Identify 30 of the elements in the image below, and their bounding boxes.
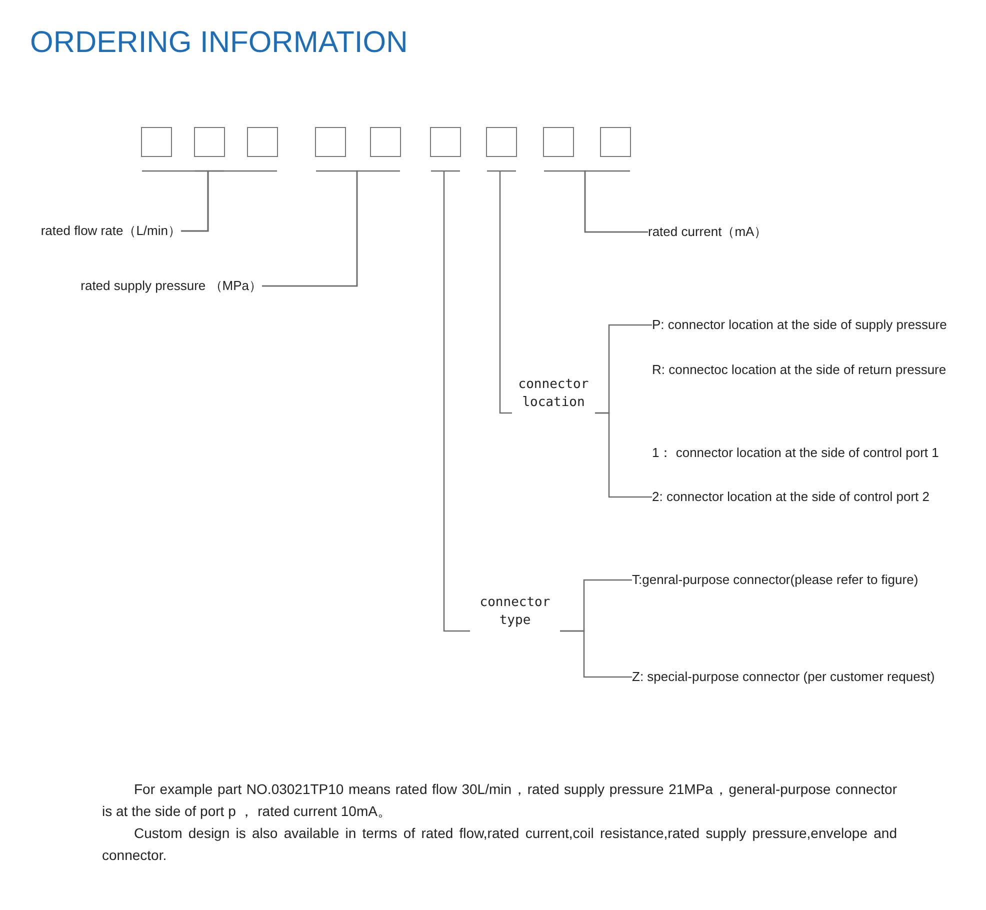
- option-label: R: connectoc location at the side of return pressure: [652, 361, 946, 379]
- leader-line: [595, 412, 652, 498]
- option-label: T:genral-purpose connector(please refer to figure): [632, 571, 918, 589]
- category-label: connector location: [512, 376, 595, 413]
- code-box: [194, 127, 225, 157]
- option-label: rated supply pressure （MPa）: [60, 277, 262, 295]
- leader-line: [486, 170, 517, 414]
- leader-line: [180, 170, 278, 232]
- note-text: Custom design is also available in terms of rated flow,rated current,coil resistance,rated supply pressure,envelope and connector.: [102, 824, 897, 865]
- leader-line: [430, 170, 471, 632]
- category-label: connector type: [470, 594, 560, 631]
- code-box: [141, 127, 172, 157]
- option-label: rated current（mA）: [648, 223, 768, 241]
- option-label: Z: special-purpose connector (per customer request): [632, 668, 935, 686]
- code-box: [543, 127, 574, 157]
- option-label: 1： connector location at the side of control port 1: [652, 444, 939, 462]
- leader-line: [560, 630, 632, 678]
- code-box: [247, 127, 278, 157]
- leader-line: [261, 170, 401, 287]
- code-box: [315, 127, 346, 157]
- code-box: [430, 127, 461, 157]
- code-box: [370, 127, 401, 157]
- page-title: ORDERING INFORMATION: [30, 26, 408, 60]
- option-label: 2: connector location at the side of control port 2: [652, 488, 930, 506]
- leader-line: [584, 170, 649, 233]
- note-text: For example part NO.03021TP10 means rated flow 30L/min，rated supply pressure 21MPa，general-purpose connector is at the side of port p ， rated current 10mA。: [102, 780, 897, 821]
- code-box: [600, 127, 631, 157]
- option-label: rated flow rate（L/min）: [30, 222, 181, 240]
- code-box: [486, 127, 517, 157]
- option-label: P: connector location at the side of supply pressure: [652, 316, 947, 334]
